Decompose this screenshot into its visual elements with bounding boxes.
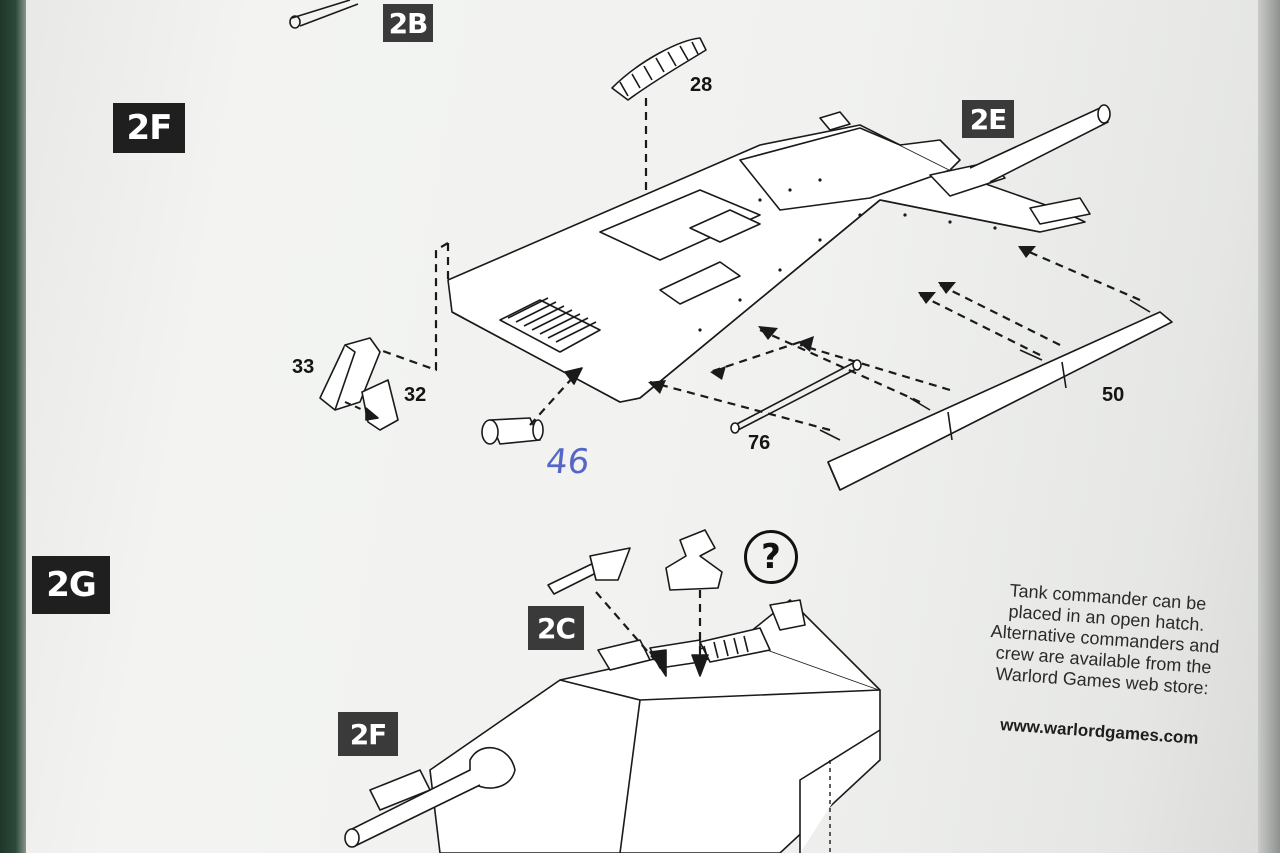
step-label-2f-lower: 2F <box>338 712 398 756</box>
step-label-2f: 2F <box>113 103 185 153</box>
barrel-fragment <box>291 0 359 27</box>
page-edge-shadow <box>1258 0 1280 853</box>
part-number-28: 28 <box>690 74 713 96</box>
commander-note: Tank commander can be placed in an open … <box>971 578 1240 701</box>
part-number-50: 50 <box>1102 384 1125 406</box>
part-number-76: 76 <box>748 432 771 454</box>
handwritten-part-number: 46 <box>543 442 592 482</box>
track-links-part <box>611 37 707 101</box>
step-label-2b: 2B <box>383 4 433 42</box>
question-icon: ? <box>744 530 798 584</box>
step-2g-vehicle <box>344 599 881 853</box>
part-number-32: 32 <box>404 384 427 406</box>
tow-cable-part <box>730 359 862 434</box>
side-skirt-part <box>819 299 1173 491</box>
cutting-mat-edge <box>0 0 26 853</box>
commander-figure <box>665 529 723 591</box>
machine-gun-part <box>547 547 631 595</box>
part-number-33: 33 <box>292 356 315 378</box>
step-label-2g: 2G <box>32 556 110 614</box>
hull-upper-part <box>447 104 1111 403</box>
step-label-2c: 2C <box>528 606 584 650</box>
exhaust-part <box>481 417 544 445</box>
step-label-2e: 2E <box>962 100 1014 138</box>
